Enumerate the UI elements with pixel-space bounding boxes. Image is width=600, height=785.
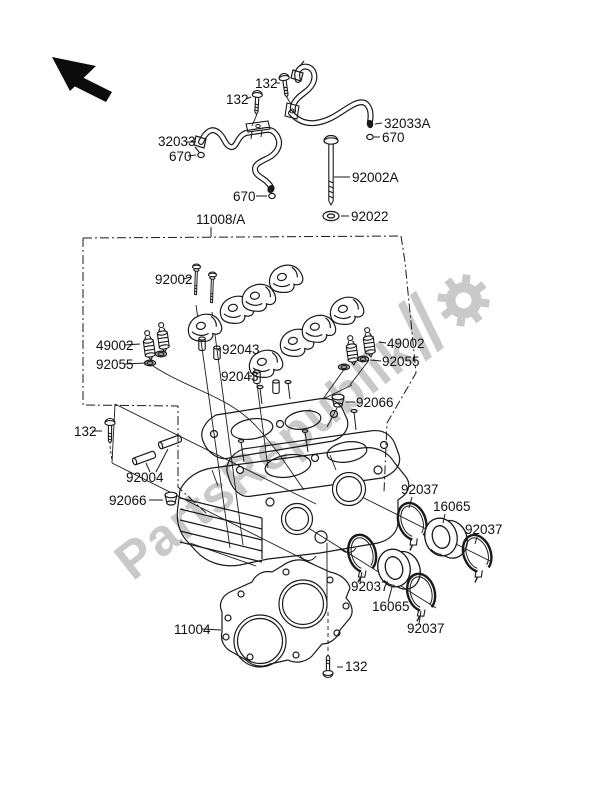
- cursor-arrow-icon: [52, 57, 112, 102]
- part-label-49002-left: 49002: [96, 338, 134, 353]
- part-label-92043-a: 92043: [222, 342, 260, 357]
- screw-132-top-left: [251, 89, 263, 115]
- part-label-92037-a: 92037: [401, 482, 439, 497]
- orings-92055-group: [143, 350, 370, 371]
- part-label-16065-a: 16065: [433, 499, 471, 514]
- part-label-92037-c: 92037: [351, 579, 389, 594]
- part-label-670-b: 670: [233, 189, 256, 204]
- part-labels: 132 132 32033 670 670 32033A 670 92002A …: [74, 76, 503, 674]
- bolt-92002a-drawing: [323, 134, 339, 207]
- part-label-92043-b: 92043: [221, 369, 259, 384]
- part-label-670-a: 670: [169, 149, 192, 164]
- part-label-670-c: 670: [382, 130, 405, 145]
- screw-132-top-right: [278, 73, 290, 98]
- oil-pipe-left-drawing: [193, 120, 283, 194]
- assembly-boundary: [82, 235, 417, 514]
- part-label-49002-right: 49002: [387, 336, 425, 351]
- part-label-92002: 92002: [155, 272, 193, 287]
- rocker-arms-group: [187, 264, 365, 378]
- part-label-132-bottom: 132: [345, 659, 368, 674]
- part-label-92004: 92004: [126, 470, 164, 485]
- oil-pipe-right-drawing: [284, 60, 374, 129]
- screw-132-bottom: [322, 654, 334, 678]
- screw-92002-b: [207, 271, 217, 304]
- part-label-92022: 92022: [351, 209, 389, 224]
- part-label-16065-b: 16065: [372, 599, 410, 614]
- part-label-92055-right: 92055: [382, 354, 420, 369]
- construction-lines: [111, 95, 493, 609]
- rings-670-group: [197, 133, 374, 200]
- gasket-11004-drawing: [219, 559, 353, 668]
- cap-92066-lower: [164, 491, 178, 506]
- dowel-pins-92004-group: [131, 434, 183, 466]
- cylinder-head-drawing: [176, 379, 410, 567]
- screw-92002-a: [191, 263, 201, 296]
- part-label-32033: 32033: [158, 134, 196, 149]
- part-label-11008a: 11008/A: [196, 212, 245, 227]
- part-label-132-top-a: 132: [255, 76, 278, 91]
- part-label-92055-left: 92055: [96, 357, 134, 372]
- washer-92022-drawing: [322, 210, 340, 222]
- part-label-132-left: 132: [74, 424, 97, 439]
- part-label-32033a: 32033A: [384, 116, 431, 131]
- screw-132-left: [104, 418, 116, 444]
- part-label-92037-d: 92037: [407, 621, 445, 636]
- part-label-92037-b: 92037: [465, 522, 503, 537]
- holders-16065-group: [377, 517, 468, 590]
- part-label-92066-upper: 92066: [356, 395, 394, 410]
- pins-92043-group: [198, 336, 280, 395]
- part-label-92066-lower: 92066: [109, 493, 147, 508]
- screw-axis-dashed-left: [109, 445, 113, 462]
- part-label-92002a: 92002A: [352, 170, 399, 185]
- part-label-132-top-b: 132: [226, 92, 249, 107]
- clamps-92037-group: [346, 501, 493, 622]
- valves-49002-group: [142, 322, 376, 366]
- part-label-11004: 11004: [174, 622, 211, 637]
- leader-lines: [92, 82, 478, 668]
